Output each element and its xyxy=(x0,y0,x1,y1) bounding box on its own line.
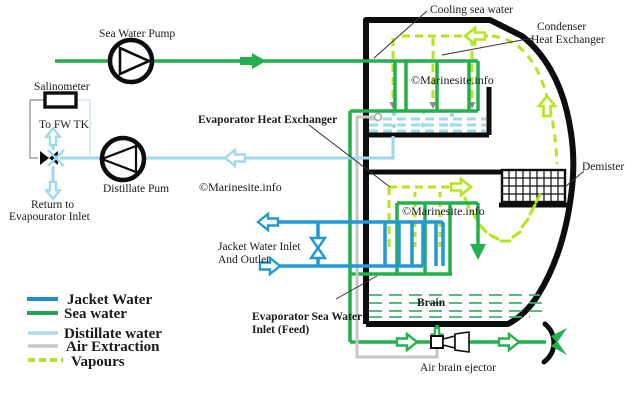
flow-arrow-icon xyxy=(395,332,419,352)
brine-ejector xyxy=(430,331,470,353)
distillate-circuit xyxy=(29,99,395,201)
return-to-label-1: Return to xyxy=(31,199,74,211)
feed-spray-arrow-icon xyxy=(469,243,487,260)
air-pickup-icon xyxy=(373,112,383,122)
spray-leaf-icon xyxy=(551,341,567,355)
watermark: ©Marinesite.info xyxy=(402,204,485,218)
evap-feed-label-2: Inlet (Feed) xyxy=(252,324,309,336)
jacket-outlet-arrow-icon xyxy=(256,212,280,232)
legend-label-distillate: Distillate water xyxy=(64,326,162,342)
jacket-water-circuit xyxy=(256,212,445,276)
watermark: ©Marinesite.info xyxy=(411,73,494,87)
evap-feed-label-1: Evaporator Sea Water xyxy=(252,311,362,323)
vapour-arrow-left-icon xyxy=(463,26,487,46)
legend-label-air-extraction: Air Extraction xyxy=(66,339,160,355)
vessel-outline xyxy=(363,17,577,327)
evaporator-tubes xyxy=(383,222,445,266)
to-fw-tk-label: To FW TK xyxy=(39,119,90,131)
distillate-pump-label: Distillate Pum xyxy=(103,183,169,195)
demister-grid xyxy=(500,168,567,204)
condenser-tubes xyxy=(350,61,480,113)
hotwell-water xyxy=(369,109,486,133)
vessel-shell xyxy=(363,17,577,327)
return-arrow-icon xyxy=(45,180,61,201)
vapour-arrow-up-icon xyxy=(537,94,557,118)
ejector-nozzle-icon xyxy=(442,334,456,350)
distillate-pump-symbol xyxy=(98,135,147,183)
legend-label-jacket-water: Jacket Water xyxy=(67,292,152,308)
legend: Jacket Water Sea water Distillate water … xyxy=(27,292,162,370)
distillate-pipe xyxy=(60,136,395,160)
air-extraction-line xyxy=(355,112,439,359)
distillate-arrow-icon xyxy=(223,148,247,168)
jacket-valve-icon xyxy=(308,236,328,260)
watermark: ©Marinesite.info xyxy=(199,180,282,194)
legend-label-sea-water: Sea water xyxy=(64,306,127,322)
salinometer-sample-line xyxy=(76,99,91,156)
condenser-hx-label-2: Heat Exchanger xyxy=(531,34,605,46)
pump-impeller-icon xyxy=(118,45,153,77)
vapour-riser xyxy=(491,34,559,165)
three-way-valve-icon xyxy=(40,149,65,167)
sea-water-pump-label: Sea Water Pump xyxy=(99,28,175,40)
vapour-path xyxy=(387,26,559,252)
condenser-hx-label-1: Condenser xyxy=(537,21,586,33)
brine-level xyxy=(369,294,546,318)
return-to-label-2: Evapourator Inlet xyxy=(9,211,91,223)
salinometer-label: Salinometer xyxy=(34,81,90,93)
pump-impeller-icon xyxy=(98,144,138,174)
overboard-discharge xyxy=(541,321,567,365)
ejector-body-icon xyxy=(430,335,444,349)
jacket-water-label-2: And Outlet xyxy=(218,254,270,266)
condensate-droplets xyxy=(391,109,455,129)
ejector-diffuser-icon xyxy=(454,331,470,353)
evaporator-hx-label: Evaporator Heat Exchanger xyxy=(198,114,337,126)
cooling-sea-water-label: Cooling sea water xyxy=(430,4,513,16)
flow-arrow-icon xyxy=(240,53,266,69)
overboard-arc-icon xyxy=(541,321,557,365)
label-pointers xyxy=(308,10,585,300)
jacket-water-label-1: Jacket Water Inlet xyxy=(218,241,301,253)
salinometer-box xyxy=(43,91,78,109)
spray-leaf-icon xyxy=(551,328,567,343)
sea-water-pump-symbol xyxy=(107,37,155,85)
air-brine-ejector-label: Air brain ejector xyxy=(420,362,496,374)
flow-arrow-icon xyxy=(497,332,521,352)
legend-label-vapours: Vapours xyxy=(71,354,125,370)
brine-label: Brain xyxy=(417,297,446,309)
vapour-arrow-right-icon xyxy=(449,177,473,197)
salinometer-sense-line xyxy=(29,99,45,159)
evaporator-shell-coil xyxy=(395,201,487,274)
demister-label: Demister xyxy=(582,161,624,173)
